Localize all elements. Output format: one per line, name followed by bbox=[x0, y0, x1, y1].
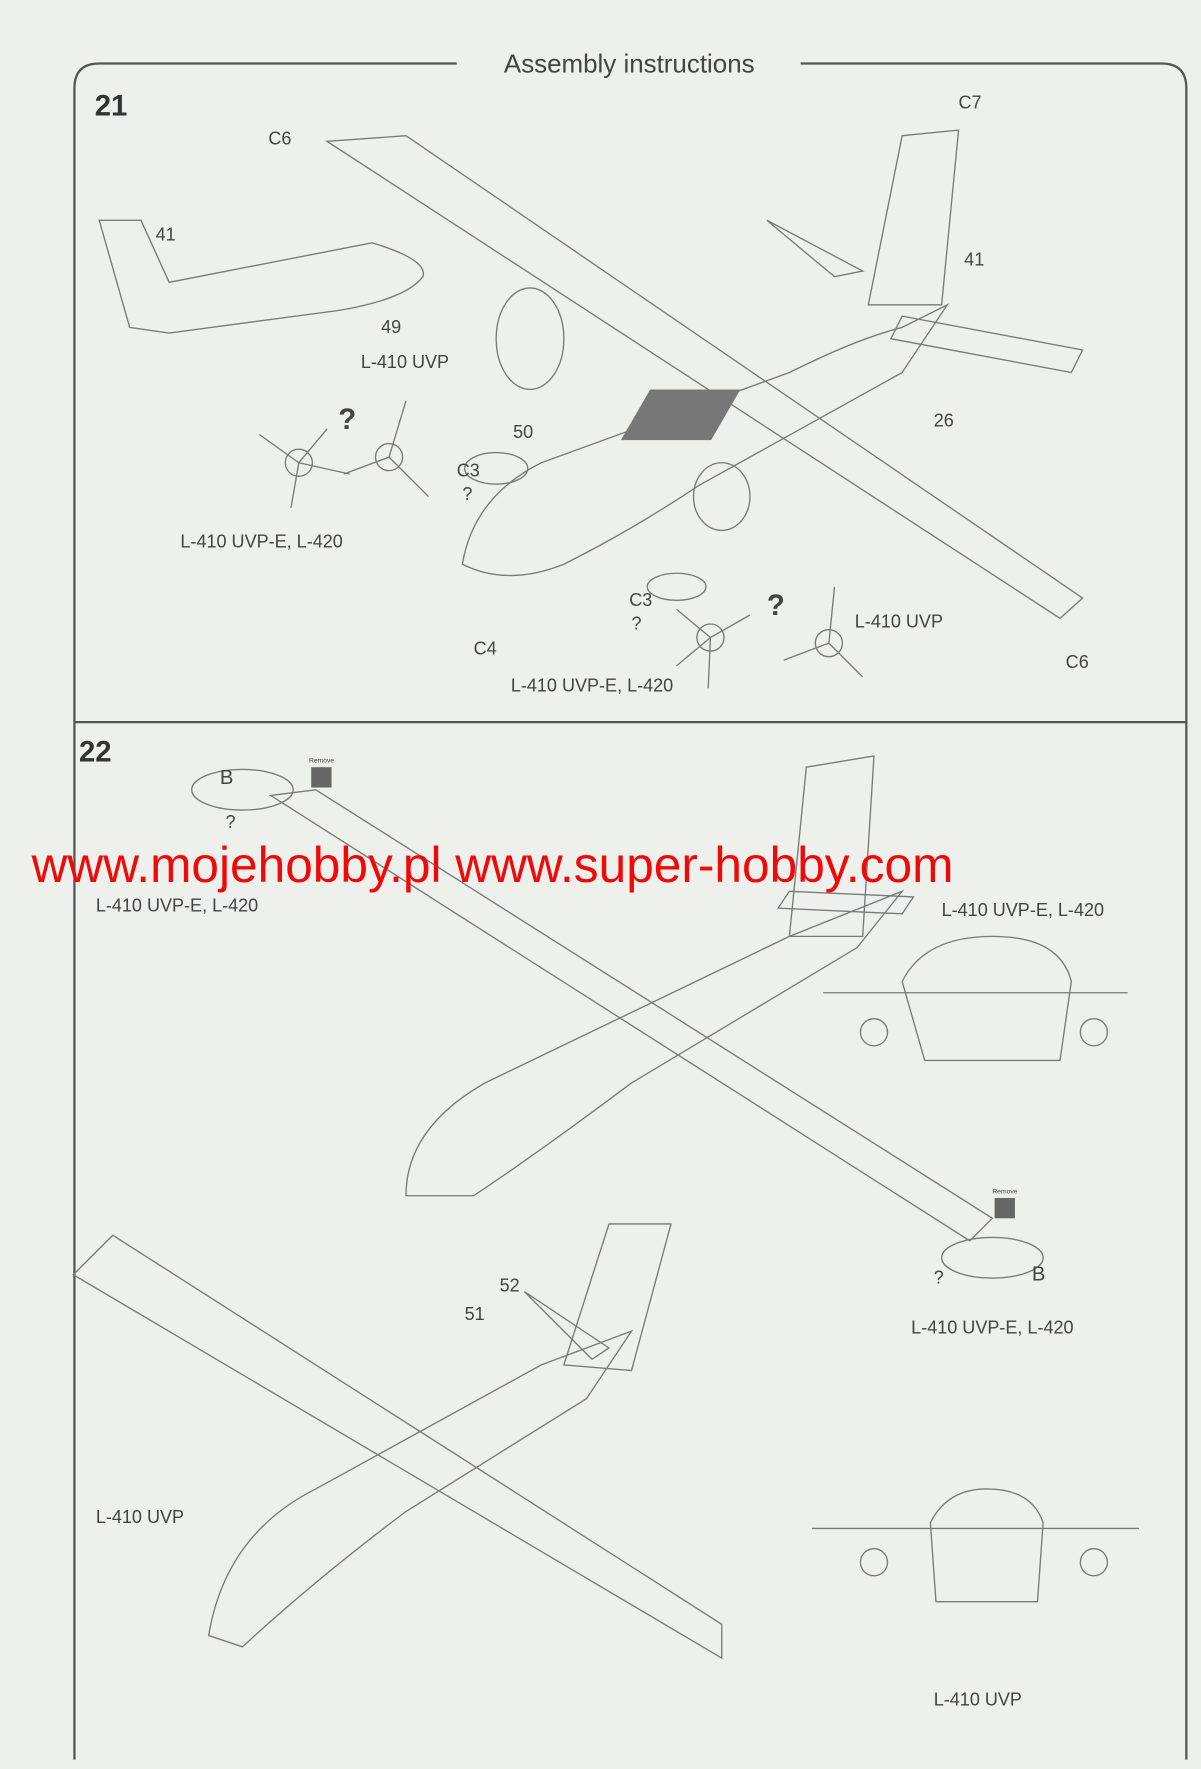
variant-label-hidden: L-410 UVP-E, L-420 bbox=[96, 896, 258, 916]
variant-label: L-410 UVP-E, L-420 bbox=[180, 531, 342, 551]
question-mark: ? bbox=[462, 484, 472, 504]
remove-label: Remove bbox=[309, 758, 334, 765]
callout-c4: C4 bbox=[474, 638, 497, 658]
callout-49: 49 bbox=[381, 317, 401, 337]
variant-label: L-410 UVP bbox=[96, 1507, 184, 1527]
aircraft-drawing-step21 bbox=[324, 129, 1084, 620]
callout-52: 52 bbox=[500, 1276, 520, 1296]
question-mark: ? bbox=[767, 589, 785, 622]
callout-26: 26 bbox=[934, 411, 954, 431]
variant-label: L-410 UVP bbox=[934, 1689, 1022, 1709]
callout-c3-upper: C3 bbox=[457, 460, 480, 480]
variant-label: L-410 UVP-E, L-420 bbox=[942, 900, 1104, 920]
question-mark: ? bbox=[338, 403, 356, 436]
aircraft-drawing-step22-uvpe bbox=[191, 755, 1128, 1279]
side-view-aircraft bbox=[98, 219, 425, 334]
remove-label: Remove bbox=[992, 1188, 1017, 1195]
callout-51: 51 bbox=[465, 1304, 485, 1324]
remove-marker bbox=[994, 1198, 1015, 1219]
step-number-21: 21 bbox=[95, 89, 128, 122]
callout-c6-top: C6 bbox=[268, 129, 291, 149]
propellers-step21 bbox=[258, 400, 864, 689]
callout-c7: C7 bbox=[959, 93, 982, 113]
remove-marker bbox=[311, 767, 332, 788]
callout-c6-bottom: C6 bbox=[1066, 652, 1089, 672]
variant-label: L-410 UVP bbox=[855, 611, 943, 631]
callout-50: 50 bbox=[513, 422, 533, 442]
variant-label: L-410 UVP bbox=[361, 352, 449, 372]
callout-41-left: 41 bbox=[156, 225, 176, 245]
aircraft-drawing-step22-uvp bbox=[72, 1223, 1139, 1660]
question-mark: ? bbox=[632, 614, 642, 634]
variant-label: L-410 UVP-E, L-420 bbox=[511, 676, 673, 696]
watermark: www.mojehobby.pl www.super-hobby.com bbox=[31, 837, 954, 893]
page-frame bbox=[73, 62, 1188, 1760]
question-mark: ? bbox=[934, 1268, 944, 1288]
variant-label: L-410 UVP-E, L-420 bbox=[911, 1317, 1073, 1337]
callout-b-left: B bbox=[220, 767, 234, 789]
step-number-22: 22 bbox=[79, 736, 112, 769]
callout-41-right: 41 bbox=[964, 249, 984, 269]
callout-b-right: B bbox=[1032, 1263, 1046, 1285]
page-title: Assembly instructions bbox=[504, 51, 755, 79]
callout-c3-lower: C3 bbox=[629, 590, 652, 610]
question-mark: ? bbox=[226, 812, 236, 832]
